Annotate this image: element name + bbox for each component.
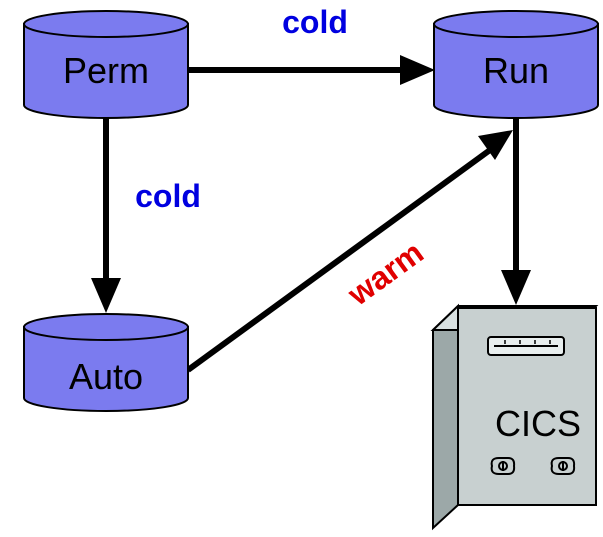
server-label: CICS (495, 403, 581, 444)
node-run-label: Run (483, 50, 549, 91)
edge-run-to-cics (501, 107, 531, 305)
server-side-face (432, 303, 459, 531)
server-knob-left-icon (490, 457, 516, 475)
node-auto-label: Auto (69, 356, 143, 397)
server-cics[interactable]: CICS (430, 303, 599, 531)
node-perm[interactable]: Perm (23, 10, 189, 119)
server-knob-right-icon (550, 457, 576, 475)
edge-perm-to-run (188, 55, 435, 85)
edge-perm-to-auto (91, 100, 121, 313)
node-auto[interactable]: Auto (23, 313, 189, 412)
node-perm-label: Perm (63, 50, 149, 91)
edge-auto-to-run (186, 130, 513, 373)
server-drive-bay (487, 336, 565, 356)
edge-label-perm-run: cold (282, 4, 348, 40)
edge-label-perm-auto: cold (135, 178, 201, 214)
node-run[interactable]: Run (433, 10, 599, 119)
